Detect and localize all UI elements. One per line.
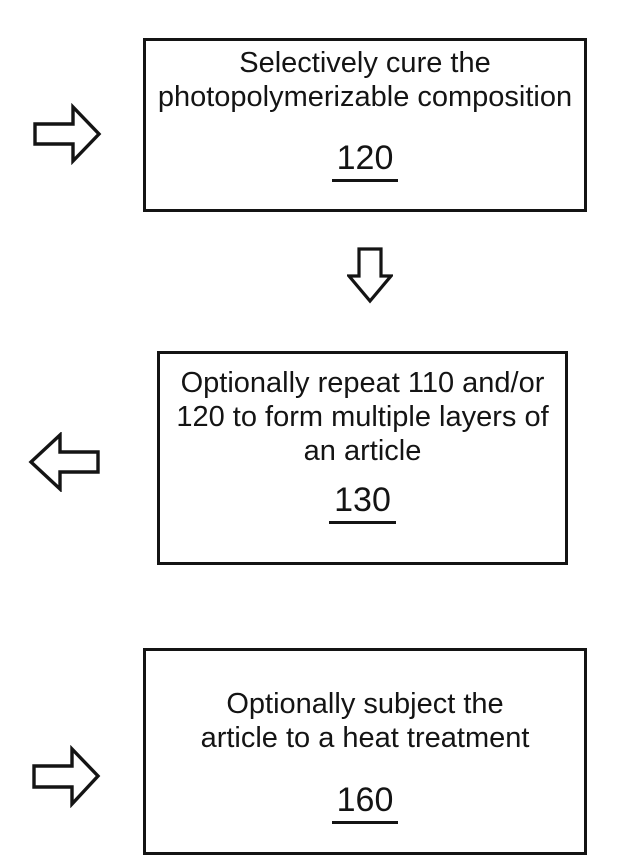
step-ref-row: 160 [146, 781, 584, 827]
flow-step-text: Selectively cure the photopolymerizable … [146, 46, 584, 114]
flow-step-text: Optionally subject the article to a heat… [146, 687, 584, 755]
flow-step-box-160: Optionally subject the article to a heat… [143, 648, 587, 855]
flow-step-box-130: Optionally repeat 110 and/or 120 to form… [157, 351, 568, 565]
right-block-arrow-icon [33, 103, 102, 165]
right-block-arrow-icon [32, 745, 101, 808]
down-block-arrow-icon [347, 247, 393, 304]
step-ref-row: 130 [160, 481, 565, 527]
flow-step-text: Optionally repeat 110 and/or 120 to form… [160, 366, 565, 468]
text-line: photopolymerizable composition [157, 81, 573, 113]
right-block-arrow-icon [33, 103, 102, 165]
left-block-arrow-icon [28, 432, 100, 492]
text-line: Optionally subject the [226, 688, 504, 720]
down-block-arrow-icon [347, 247, 393, 304]
step-ref-120: 120 [331, 139, 399, 182]
text-line: 120 to form multiple layers of [176, 401, 549, 433]
step-ref-160: 160 [331, 781, 399, 824]
flow-step-box-120: Selectively cure the photopolymerizable … [143, 38, 587, 212]
step-ref-130: 130 [329, 481, 396, 524]
text-line: an article [303, 435, 422, 467]
text-line: Optionally repeat 110 and/or [180, 367, 545, 399]
left-block-arrow-icon [28, 432, 100, 492]
text-line: article to a heat treatment [200, 722, 530, 754]
step-ref-row: 120 [146, 139, 584, 185]
right-block-arrow-icon [32, 745, 101, 808]
text-line: Selectively cure the [239, 47, 491, 79]
